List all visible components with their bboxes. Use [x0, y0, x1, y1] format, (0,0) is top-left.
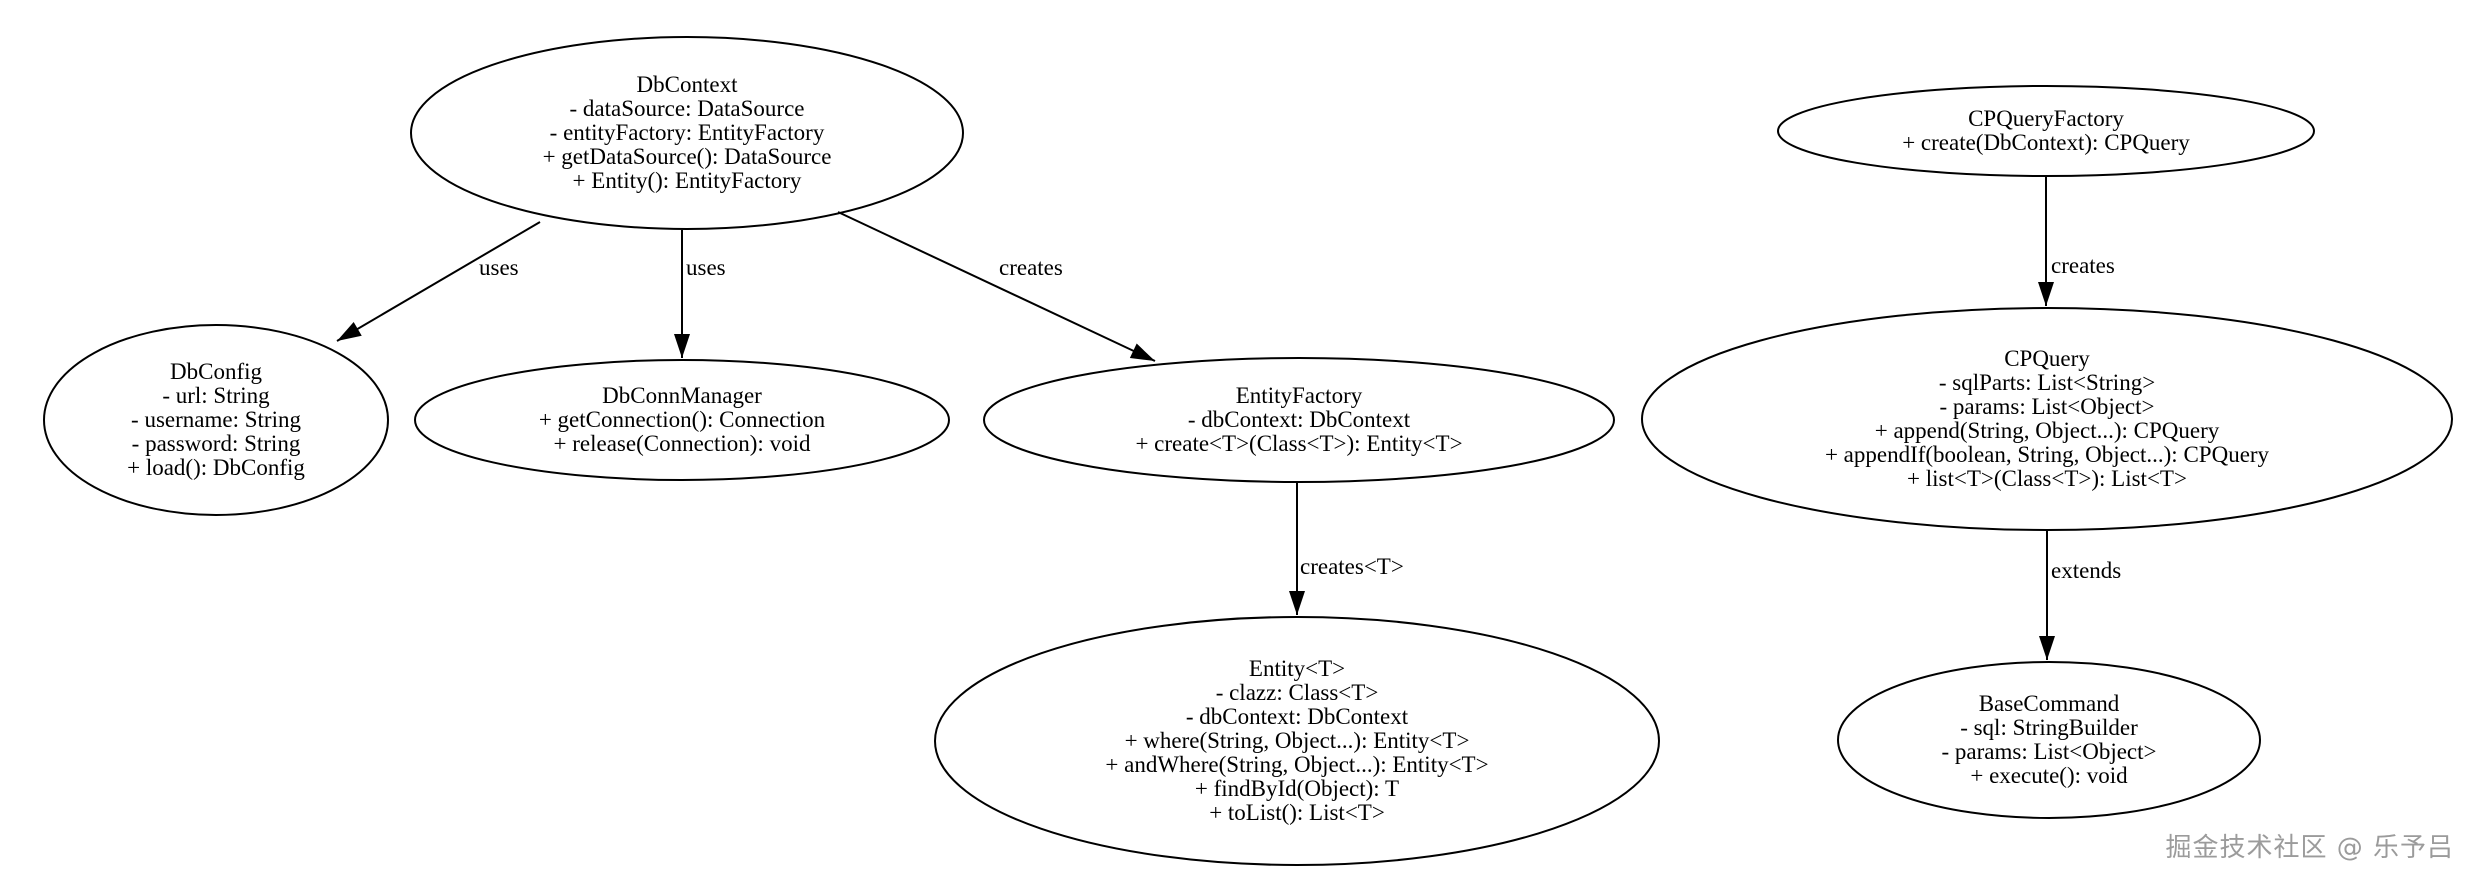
- node-member: - dataSource: DataSource: [569, 96, 805, 121]
- node-member: + appendIf(boolean, String, Object...): …: [1824, 442, 2270, 467]
- node-member: - dbContext: DbContext: [1185, 704, 1409, 729]
- node-title: CPQueryFactory: [1968, 106, 2124, 131]
- node-entityfactory-label: EntityFactory - dbContext: DbContext + c…: [984, 384, 1614, 456]
- node-member: - dbContext: DbContext: [1187, 407, 1411, 432]
- node-title: EntityFactory: [1235, 383, 1363, 408]
- node-cpqueryfactory-ellipse: [1777, 85, 2315, 177]
- node-entityfactory-ellipse: [983, 357, 1615, 483]
- node-member: - password: String: [131, 431, 301, 456]
- node-member: + load(): DbConfig: [127, 455, 305, 480]
- edge-label-creates-cpquery: creates: [2051, 253, 2115, 278]
- node-member: - username: String: [131, 407, 301, 432]
- edge-label-extends-basecommand: extends: [2051, 558, 2122, 583]
- node-dbconfig-label: DbConfig - url: String - username: Strin…: [44, 360, 388, 480]
- node-member: + release(Connection): void: [553, 431, 811, 456]
- edge-label-uses-dbconfig: uses: [479, 255, 519, 280]
- node-title: DbConnManager: [602, 383, 762, 408]
- node-member: + create(DbContext): CPQuery: [1902, 130, 2190, 155]
- node-title: CPQuery: [2004, 346, 2090, 371]
- node-member: + andWhere(String, Object...): Entity<T>: [1105, 752, 1489, 777]
- node-title: DbContext: [636, 72, 738, 97]
- node-member: - entityFactory: EntityFactory: [549, 120, 825, 145]
- node-member: + toList(): List<T>: [1209, 800, 1385, 825]
- node-dbconnmanager-label: DbConnManager + getConnection(): Connect…: [415, 384, 949, 456]
- edge-dbcontext-creates-entityfactory: [837, 211, 1156, 362]
- node-member: - url: String: [162, 383, 270, 408]
- node-basecommand-label: BaseCommand - sql: StringBuilder - param…: [1838, 692, 2260, 788]
- node-dbcontext-label: DbContext - dataSource: DataSource - ent…: [411, 73, 963, 193]
- edge-label-creates-entity: creates<T>: [1300, 554, 1404, 579]
- watermark-text: 掘金技术社区 @ 乐予吕: [2165, 833, 2454, 863]
- node-dbconfig-ellipse: [43, 324, 389, 516]
- node-title: Entity<T>: [1248, 656, 1346, 681]
- node-cpquery-label: CPQuery - sqlParts: List<String> - param…: [1642, 347, 2452, 491]
- node-member: - params: List<Object>: [1941, 739, 2157, 764]
- node-member: + list<T>(Class<T>): List<T>: [1907, 466, 2187, 491]
- node-member: + execute(): void: [1970, 763, 2128, 788]
- node-basecommand-ellipse: [1837, 661, 2261, 819]
- node-member: + where(String, Object...): Entity<T>: [1124, 728, 1470, 753]
- node-entity-ellipse: [934, 616, 1660, 866]
- node-member: - sqlParts: List<String>: [1938, 370, 2156, 395]
- node-title: BaseCommand: [1978, 691, 2120, 716]
- node-member: - sql: StringBuilder: [1960, 715, 2138, 740]
- node-member: + append(String, Object...): CPQuery: [1874, 418, 2220, 443]
- node-cpquery-ellipse: [1641, 307, 2453, 531]
- node-entity-label: Entity<T> - clazz: Class<T> - dbContext:…: [935, 657, 1659, 825]
- edge-label-uses-dbconnmanager: uses: [686, 255, 726, 280]
- node-title: DbConfig: [170, 359, 262, 384]
- node-member: + create<T>(Class<T>): Entity<T>: [1135, 431, 1463, 456]
- node-member: + Entity(): EntityFactory: [572, 168, 802, 193]
- node-member: + getDataSource(): DataSource: [542, 144, 832, 169]
- node-member: + findById(Object): T: [1194, 776, 1400, 801]
- node-member: - clazz: Class<T>: [1215, 680, 1379, 705]
- edge-label-creates-entityfactory: creates: [999, 255, 1063, 280]
- edge-dbcontext-uses-dbconfig: [336, 221, 541, 342]
- node-dbconnmanager-ellipse: [414, 359, 950, 481]
- node-cpqueryfactory-label: CPQueryFactory + create(DbContext): CPQu…: [1778, 107, 2314, 155]
- node-member: - params: List<Object>: [1939, 394, 2155, 419]
- node-dbcontext-ellipse: [410, 36, 964, 230]
- node-member: + getConnection(): Connection: [538, 407, 826, 432]
